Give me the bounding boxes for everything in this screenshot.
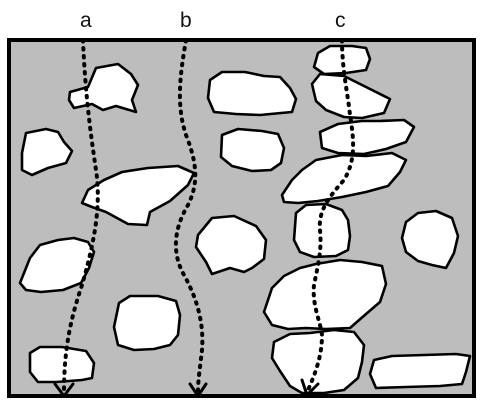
stones xyxy=(18,44,472,395)
label-b: b xyxy=(180,9,192,32)
route-a xyxy=(62,38,100,394)
label-a: a xyxy=(80,9,92,32)
stone xyxy=(270,328,366,395)
route-c xyxy=(306,38,356,392)
stone xyxy=(112,294,182,352)
stone xyxy=(400,209,460,270)
stone xyxy=(20,127,74,177)
route-b xyxy=(173,38,205,394)
arrow-b xyxy=(188,382,208,398)
stone xyxy=(18,236,96,294)
stone xyxy=(206,70,298,117)
arrow-c xyxy=(300,378,320,397)
routes xyxy=(53,38,356,398)
stone xyxy=(28,345,96,384)
stone xyxy=(368,352,472,390)
stone xyxy=(312,44,372,76)
stone xyxy=(280,151,408,205)
stone xyxy=(194,214,268,276)
stone xyxy=(318,118,416,156)
stone xyxy=(219,127,286,173)
stone xyxy=(67,62,140,114)
stone xyxy=(310,72,392,120)
arrow-a xyxy=(53,382,75,398)
stone xyxy=(262,258,388,331)
label-c: c xyxy=(335,9,346,32)
